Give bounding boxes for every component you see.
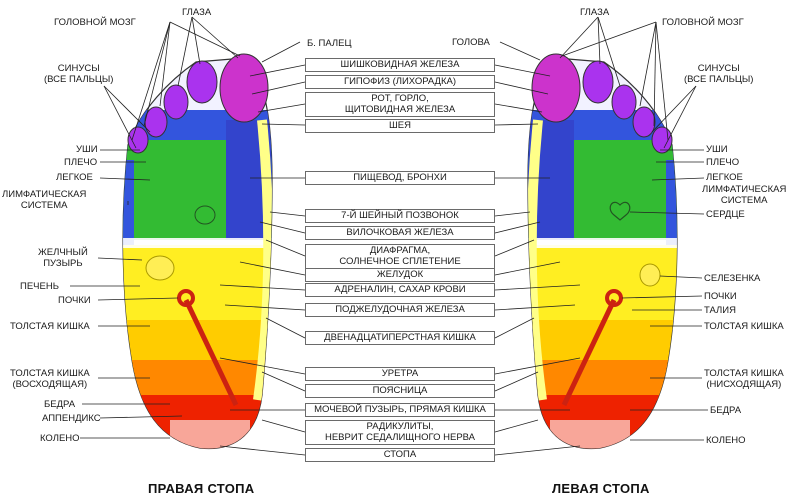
left-spleen	[639, 263, 661, 287]
label-head: ГОЛОВА	[452, 37, 490, 48]
right-lung-circle	[194, 205, 216, 225]
leader-lines-left	[70, 16, 301, 439]
label-lung-right: ЛЕГКОЕ	[56, 172, 93, 183]
right-white-band	[123, 238, 272, 248]
label-kidneys-left: ПОЧКИ	[704, 291, 737, 302]
left-lymph-edge	[666, 160, 677, 250]
label-colon-left: ТОЛСТАЯ КИШКА	[704, 321, 784, 332]
label-brain-right: ГОЛОВНОЙ МОЗГ	[54, 17, 136, 28]
caption-right-foot: ПРАВАЯ СТОПА	[148, 481, 255, 496]
box-lower-back: ПОЯСНИЦА	[305, 384, 495, 398]
label-colon-ascending: ТОЛСТАЯ КИШКА (ВОСХОДЯЩАЯ)	[10, 368, 90, 390]
left-toe-2	[582, 60, 614, 104]
label-hips-left: БЕДРА	[710, 405, 742, 416]
label-shoulder-left: ПЛЕЧО	[706, 157, 740, 168]
left-heel-white	[550, 420, 630, 449]
label-sinuses-right: СИНУСЫ (ВСЕ ПАЛЬЦЫ)	[44, 63, 114, 85]
right-lower-zone	[123, 360, 272, 400]
label-brain-left: ГОЛОВНОЙ МОЗГ	[662, 17, 744, 28]
left-toe-4	[632, 106, 656, 138]
left-heart	[609, 201, 631, 221]
left-organs-zone	[528, 245, 677, 330]
label-eyes-right: ГЛАЗА	[182, 7, 212, 18]
caption-left-foot: ЛЕВАЯ СТОПА	[552, 481, 650, 496]
box-mouth-throat: РОТ, ГОРЛО, ЩИТОВИДНАЯ ЖЕЛЕЗА	[305, 92, 495, 117]
right-big-toe	[219, 53, 269, 123]
label-heart: СЕРДЦЕ	[706, 209, 745, 220]
right-gallbladder	[145, 255, 175, 281]
box-pituitary: ГИПОФИЗ (ЛИХОРАДКА)	[305, 75, 495, 89]
label-lymph-left: ЛИМФАТИЧЕСКАЯ СИСТЕМА	[702, 184, 787, 206]
label-big-toe: Б. ПАЛЕЦ	[307, 38, 352, 49]
box-stomach: ЖЕЛУДОК	[305, 268, 495, 282]
right-ureter	[183, 298, 239, 407]
label-eyes-left: ГЛАЗА	[580, 7, 610, 18]
label-kidneys-right: ПОЧКИ	[58, 295, 91, 306]
label-lung-left: ЛЕГКОЕ	[706, 172, 743, 183]
left-kidney	[605, 289, 623, 307]
box-diaphragm: ДИАФРАГМА, СОЛНЕЧНОЕ СПЛЕТЕНИЕ	[305, 244, 495, 269]
label-knee-right: КОЛЕНО	[40, 433, 80, 444]
box-esophagus: ПИЩЕВОД, БРОНХИ	[305, 171, 495, 185]
right-lymph-edge	[123, 160, 134, 250]
left-ureter	[561, 298, 617, 407]
right-organs-zone	[123, 245, 272, 330]
label-colon-descending: ТОЛСТАЯ КИШКА (НИСХОДЯЩАЯ)	[704, 368, 784, 390]
left-foot	[527, 53, 678, 450]
left-toe-5	[651, 126, 673, 154]
box-pineal: ШИШКОВИДНАЯ ЖЕЛЕЗА	[305, 58, 495, 72]
label-knee-left: КОЛЕНО	[706, 435, 746, 446]
box-pancreas: ПОДЖЕЛУДОЧНАЯ ЖЕЛЕЗА	[305, 303, 495, 317]
left-lower-zone	[528, 360, 677, 400]
label-liver: ПЕЧЕНЬ	[20, 281, 59, 292]
right-toe-5	[127, 126, 149, 154]
leader-lines-center	[219, 64, 581, 456]
box-foot: СТОПА	[305, 448, 495, 462]
box-thymus: ВИЛОЧКОВАЯ ЖЕЛЕЗА	[305, 226, 495, 240]
box-urethra: УРЕТРА	[305, 367, 495, 381]
label-waist: ТАЛИЯ	[704, 305, 736, 316]
right-spine-zone	[253, 119, 272, 401]
label-hips-right: БЕДРА	[44, 399, 76, 410]
label-gallbladder: ЖЕЛЧНЫЙ ПУЗЫРЬ	[38, 247, 88, 269]
label-appendix: АППЕНДИКС	[42, 413, 101, 424]
box-bladder: МОЧЕВОЙ ПУЗЫРЬ, ПРЯМАЯ КИШКА	[305, 403, 495, 417]
leader-lines-right	[499, 16, 708, 441]
box-sciatica: РАДИКУЛИТЫ, НЕВРИТ СЕДАЛИЩНОГО НЕРВА	[305, 420, 495, 445]
label-colon-right: ТОЛСТАЯ КИШКА	[10, 321, 90, 332]
left-big-toe	[531, 53, 581, 123]
label-lymph-right: ЛИМФАТИЧЕСКАЯ СИСТЕМА	[2, 189, 87, 211]
box-duodenum: ДВЕНАДЦАТИПЕРСТНАЯ КИШКА	[305, 331, 495, 345]
label-sinuses-left: СИНУСЫ (ВСЕ ПАЛЬЦЫ)	[684, 63, 754, 85]
box-c7: 7-Й ШЕЙНЫЙ ПОЗВОНОК	[305, 209, 495, 223]
right-toe-3	[163, 84, 189, 120]
label-spleen: СЕЛЕЗЕНКА	[704, 273, 761, 284]
right-kidney	[177, 289, 195, 307]
label-ears-right: УШИ	[76, 144, 98, 155]
label-ears-left: УШИ	[706, 144, 728, 155]
box-neck: ШЕЯ	[305, 119, 495, 133]
label-shoulder-right: ПЛЕЧО	[64, 157, 98, 168]
right-heel-white	[170, 420, 250, 449]
left-white-band	[528, 238, 677, 248]
right-foot	[122, 53, 273, 450]
right-toe-4	[144, 106, 168, 138]
box-adrenal: АДРЕНАЛИН, САХАР КРОВИ	[305, 283, 495, 297]
left-spine-zone	[528, 119, 547, 401]
right-toe-2	[186, 60, 218, 104]
left-toe-3	[611, 84, 637, 120]
